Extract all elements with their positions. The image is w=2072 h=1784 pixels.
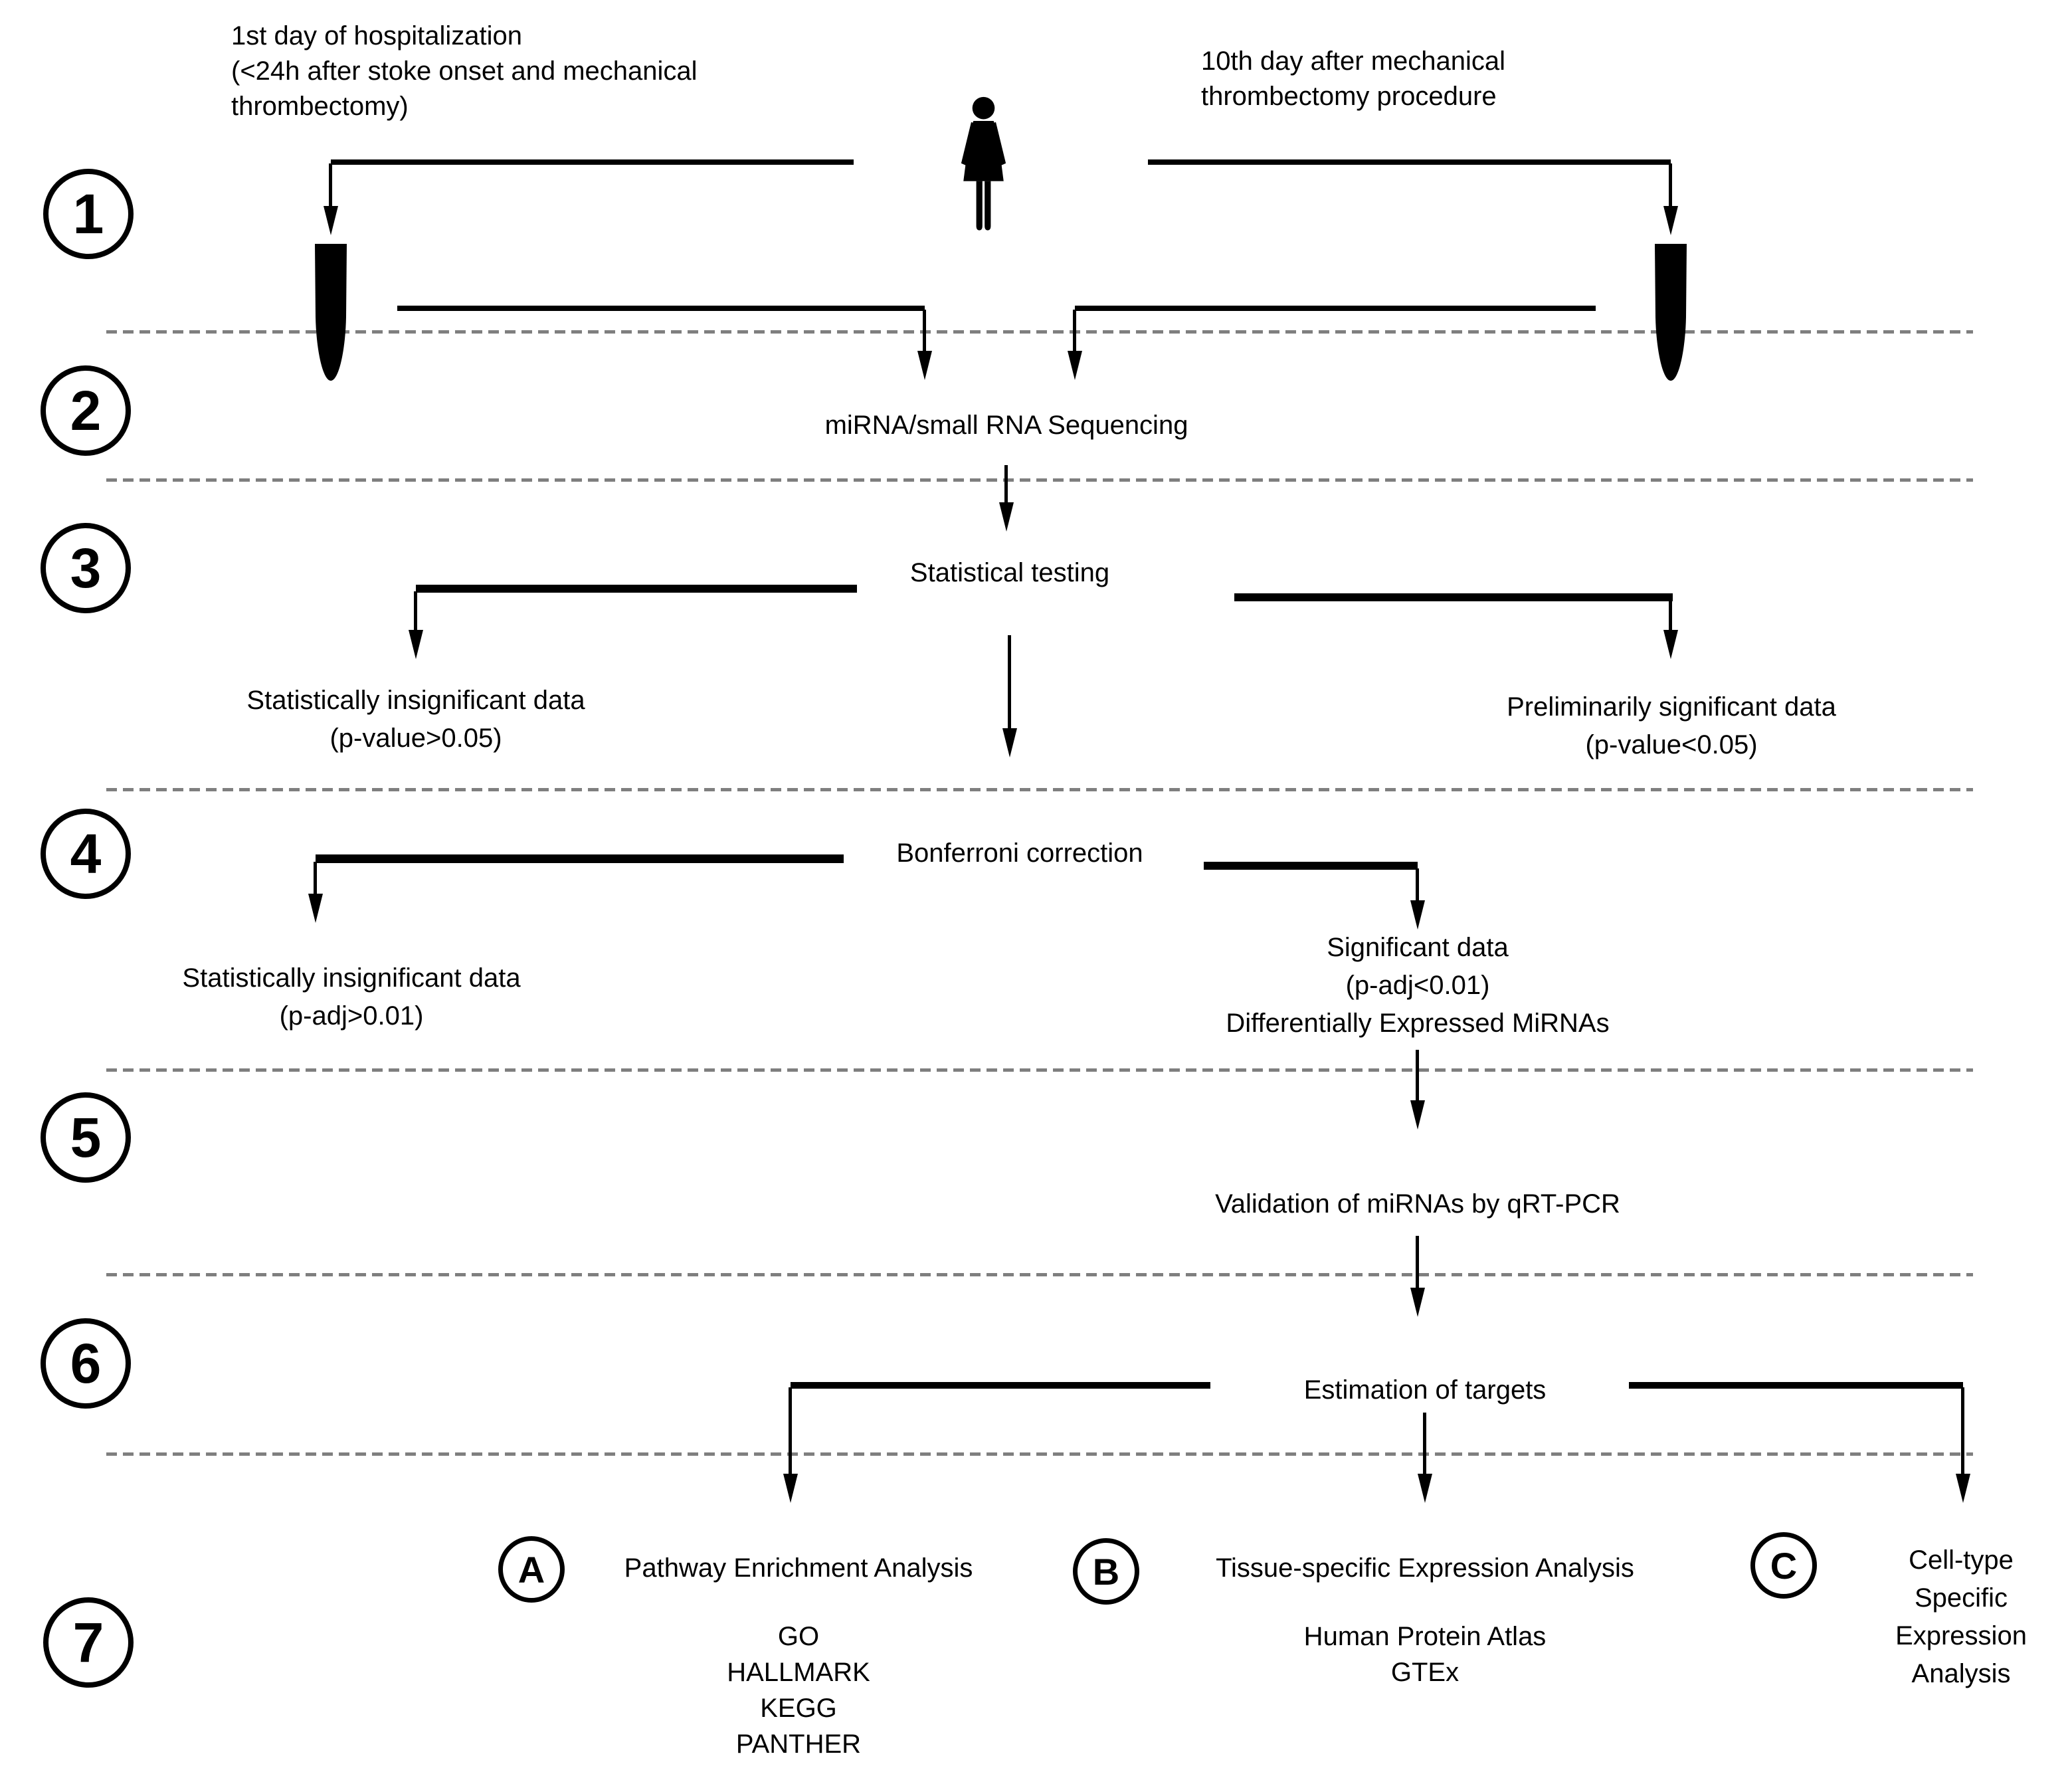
arrowhead-significant-to-validation (1410, 1100, 1425, 1130)
node-sequencing: miRNA/small RNA Sequencing (824, 411, 1188, 440)
arrow-sequencing-to-testing (1004, 465, 1008, 502)
section-divider-3 (106, 788, 1973, 791)
arrowhead-testing-to-bonferroni (1002, 728, 1017, 757)
branch-line-insignificant-pvalue (416, 585, 857, 593)
arrow-significant-to-validation (1416, 1050, 1419, 1100)
branch-circle-a: A (498, 1536, 565, 1603)
branch-line-insignificant-padj (316, 854, 844, 863)
arrowhead-right-to-sequencing (1068, 351, 1082, 380)
section-divider-2 (106, 478, 1973, 482)
arrowhead-significant (1410, 900, 1425, 930)
section-divider-1 (106, 330, 1973, 334)
blood-sample-tube-icon-left (314, 244, 348, 382)
node-tissue-analysis: Tissue-specific Expression Analysis (1216, 1553, 1634, 1583)
connector-day1-to-person (331, 159, 854, 165)
arrow-estimation-to-tissue (1423, 1413, 1426, 1474)
step-circle-1: 1 (43, 169, 134, 259)
branch-drop-insignificant-padj (314, 862, 317, 894)
step-circle-6: 6 (41, 1318, 131, 1409)
step-circle-5: 5 (41, 1092, 131, 1183)
node-bonferroni: Bonferroni correction (896, 839, 1143, 868)
branch-circle-b: B (1073, 1538, 1139, 1605)
arrowhead-validation-to-estimation (1410, 1288, 1425, 1317)
blood-sample-tube-icon-right (1653, 244, 1688, 382)
node-validation: Validation of miRNAs by qRT-PCR (1215, 1189, 1620, 1219)
arrowhead-left-to-sequencing (917, 351, 932, 380)
arrow-right-to-sequencing (1073, 310, 1076, 351)
step-circle-3: 3 (41, 523, 131, 613)
node-insignificant-pvalue: Statistically insignificant data (p-valu… (246, 686, 585, 753)
branch-drop-insignificant-pvalue (414, 591, 417, 630)
step-circle-7: 7 (43, 1597, 134, 1688)
arrowhead-insignificant-padj (308, 894, 323, 923)
branch-line-significant (1204, 862, 1418, 870)
step-circle-2: 2 (41, 365, 131, 456)
node-pathway-analysis: Pathway Enrichment Analysis (624, 1553, 973, 1583)
node-statistical-testing: Statistical testing (909, 558, 1110, 587)
arrowhead-celltype (1956, 1474, 1970, 1503)
step-circle-4: 4 (41, 809, 131, 899)
node-estimation: Estimation of targets (1303, 1375, 1547, 1405)
arrowhead-pathway (783, 1474, 798, 1503)
node-insignificant-padj: Statistically insignificant data (p-adj>… (182, 963, 521, 1031)
list-pathway-tools: GO HALLMARK KEGG PANTHER (727, 1622, 870, 1759)
branch-line-preliminarily-significant (1234, 593, 1673, 601)
arrowhead-sequencing-to-testing (999, 502, 1014, 532)
branch-drop-celltype (1961, 1387, 1964, 1474)
label-day10-sampling: 10th day after mechanical thrombectomy p… (1201, 47, 1506, 111)
branch-line-pathway (791, 1382, 1210, 1389)
node-preliminarily-significant: Preliminarily significant data (p-value<… (1507, 692, 1836, 759)
arrow-validation-to-estimation (1416, 1236, 1419, 1288)
arrowhead-insignificant-pvalue (409, 630, 423, 659)
section-divider-4 (106, 1068, 1973, 1072)
arrow-testing-to-bonferroni (1008, 635, 1011, 728)
arrowhead-estimation-to-tissue (1418, 1474, 1432, 1503)
section-divider-6 (106, 1452, 1973, 1456)
node-significant-data: Significant data (p-adj<0.01) Differenti… (1226, 933, 1610, 1038)
connector-person-to-day10 (1148, 159, 1671, 165)
branch-drop-preliminarily-significant (1669, 600, 1672, 630)
arrow-to-right-tube (1669, 163, 1672, 206)
node-celltype-analysis: Cell-type Specific Expression Analysis (1895, 1545, 2027, 1688)
arrow-left-to-sequencing (923, 310, 926, 351)
arrowhead-to-left-tube (324, 206, 338, 235)
section-divider-5 (106, 1273, 1973, 1276)
connector-right-tube-to-sequencing (1075, 306, 1596, 311)
list-tissue-tools: Human Protein Atlas GTEx (1303, 1622, 1547, 1687)
branch-circle-c: C (1750, 1532, 1817, 1599)
connector-left-tube-to-sequencing (397, 306, 925, 311)
arrowhead-to-right-tube (1663, 206, 1678, 235)
arrow-to-left-tube (329, 163, 332, 206)
branch-line-celltype (1629, 1382, 1963, 1389)
branch-drop-pathway (789, 1387, 792, 1474)
branch-drop-significant (1416, 868, 1419, 900)
woman-silhouette-icon (955, 96, 1012, 236)
arrowhead-preliminarily-significant (1663, 630, 1678, 659)
label-day1-sampling: 1st day of hospitalization (<24h after s… (231, 21, 698, 121)
